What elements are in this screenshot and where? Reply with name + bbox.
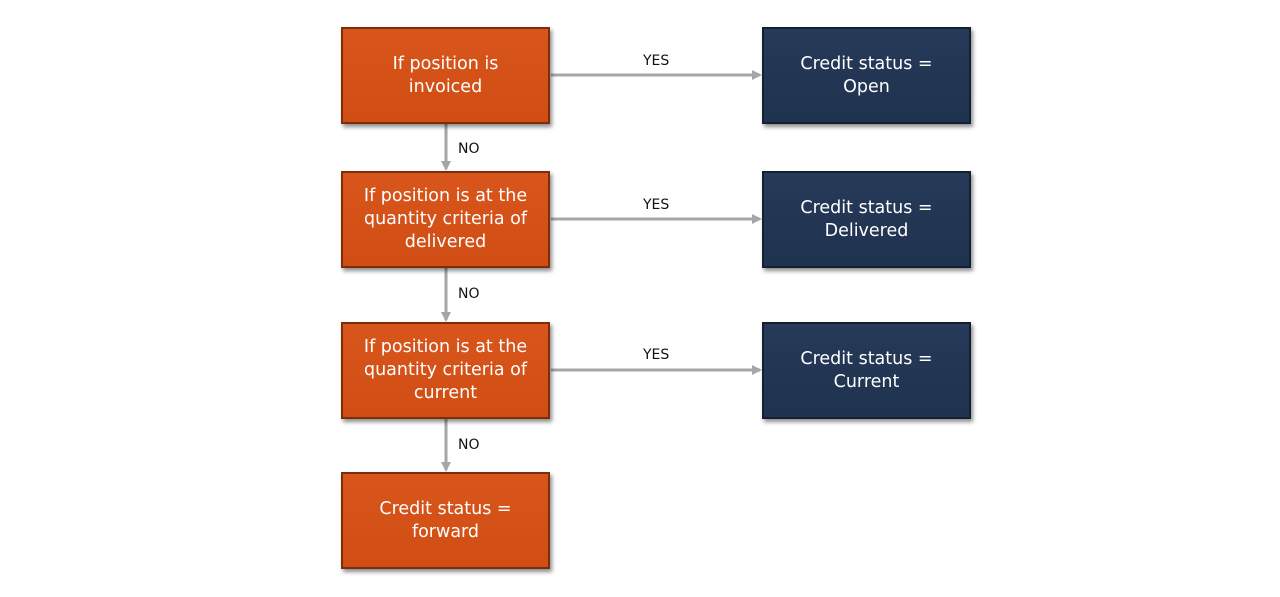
- result-delivered: Credit status = Delivered: [762, 171, 971, 268]
- result-current: Credit status = Current: [762, 322, 971, 419]
- edge-label-yes-2: YES: [643, 197, 670, 213]
- decision-invoiced: If position is invoiced: [341, 27, 550, 124]
- decision-current-label: If position is at the quantity criteria …: [363, 337, 528, 403]
- result-forward-label: Credit status = forward: [379, 498, 512, 542]
- edge-label-no-2: NO: [458, 286, 480, 302]
- result-open-label: Credit status = Open: [800, 53, 933, 97]
- result-open: Credit status = Open: [762, 27, 971, 124]
- edge-label-no-1: NO: [458, 141, 480, 157]
- decision-invoiced-label: If position is invoiced: [392, 53, 499, 97]
- result-forward: Credit status = forward: [341, 472, 550, 569]
- decision-delivered: If position is at the quantity criteria …: [341, 171, 550, 268]
- edge-label-yes-3: YES: [643, 347, 670, 363]
- edge-label-yes-1: YES: [643, 53, 670, 69]
- decision-current: If position is at the quantity criteria …: [341, 322, 550, 419]
- decision-delivered-label: If position is at the quantity criteria …: [363, 186, 528, 252]
- result-current-label: Credit status = Current: [800, 348, 933, 392]
- edge-label-no-3: NO: [458, 437, 480, 453]
- result-delivered-label: Credit status = Delivered: [800, 197, 933, 241]
